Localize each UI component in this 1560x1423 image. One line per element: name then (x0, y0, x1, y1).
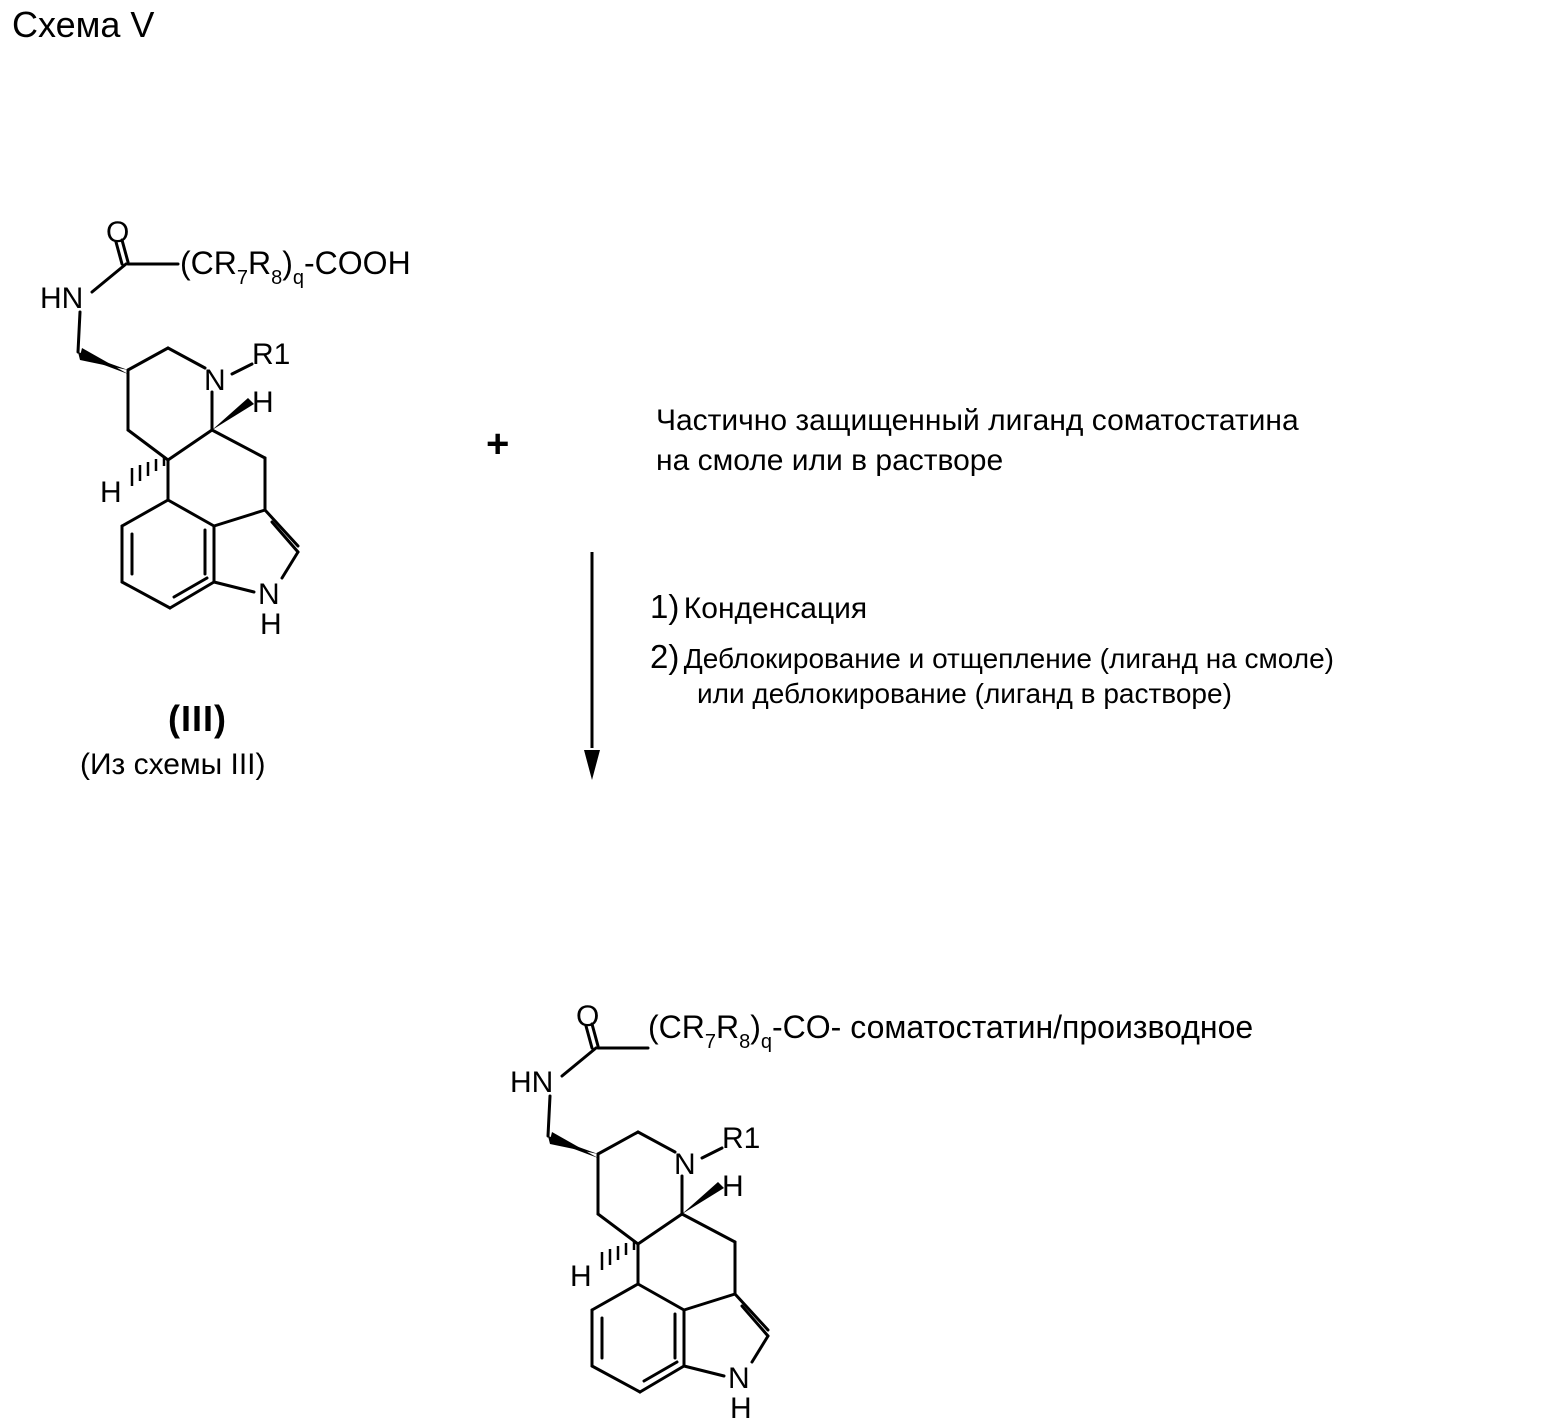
reaction-arrow-head (584, 750, 600, 780)
h-label: H (252, 386, 274, 419)
h-label: H (722, 1170, 744, 1203)
h-label: H (570, 1260, 592, 1293)
indole-h-label: H (730, 1392, 752, 1423)
side-chain: (CR7R8)q-COOH (180, 245, 411, 289)
reactant-molecule: O HN N R1 H H N H (CR7R8)q-COOH (40, 216, 411, 641)
oxygen-label: O (576, 1000, 599, 1033)
indole-h-label: H (260, 608, 282, 641)
n-label: N (204, 364, 226, 397)
hn-label: HN (510, 1066, 553, 1099)
indole-n-label: N (728, 1362, 750, 1395)
n-label: N (674, 1148, 696, 1181)
indole-n-label: N (258, 578, 280, 611)
oxygen-label: O (106, 216, 129, 249)
r1-label: R1 (252, 338, 290, 371)
product-side-chain: (CR7R8)q-CO- соматостатин/производное (648, 1009, 1253, 1053)
h-label: H (100, 476, 122, 509)
product-molecule: O HN N R1 H H N H (CR7R8)q-CO- соматоста… (510, 1000, 1253, 1423)
r1-label: R1 (722, 1122, 760, 1155)
hn-label: HN (40, 282, 83, 315)
